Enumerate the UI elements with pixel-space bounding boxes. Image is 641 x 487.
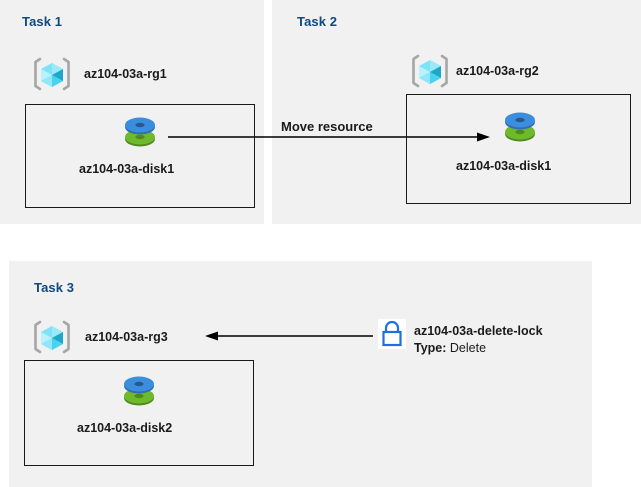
move-resource-arrow <box>168 132 490 142</box>
delete-lock-type: Type: Delete <box>414 341 486 355</box>
task-1-resource-box <box>25 104 255 208</box>
task-3-panel <box>9 261 592 487</box>
task-1-panel <box>0 0 264 224</box>
delete-lock-type-label: Type: <box>414 341 447 355</box>
task-3-resource-group-label: az104-03a-rg3 <box>85 330 168 344</box>
task-3-title: Task 3 <box>34 280 75 295</box>
task-2-resource-box <box>406 94 631 204</box>
managed-disk-icon <box>119 372 159 410</box>
move-resource-label: Move resource <box>281 119 373 134</box>
managed-disk-icon <box>120 113 160 151</box>
task-2-panel <box>272 0 641 224</box>
managed-disk-icon <box>500 108 540 146</box>
delete-lock-type-value: Delete <box>449 341 487 355</box>
task-3-resource-box <box>24 360 254 466</box>
task-1-resource-label: az104-03a-disk1 <box>79 162 175 176</box>
task-1-resource-group-label: az104-03a-rg1 <box>84 67 167 81</box>
task-2-title: Task 2 <box>297 14 338 29</box>
resource-group-icon <box>410 53 450 89</box>
delete-lock-name: az104-03a-delete-lock <box>414 324 543 338</box>
task-1-title: Task 1 <box>22 14 63 29</box>
resource-group-icon <box>32 56 72 92</box>
lock-icon <box>378 319 406 349</box>
task-3-resource-label: az104-03a-disk2 <box>77 421 173 435</box>
delete-lock-arrow <box>205 331 373 341</box>
resource-group-icon <box>32 319 72 355</box>
task-2-resource-label: az104-03a-disk1 <box>456 159 552 173</box>
task-2-resource-group-label: az104-03a-rg2 <box>456 64 539 78</box>
